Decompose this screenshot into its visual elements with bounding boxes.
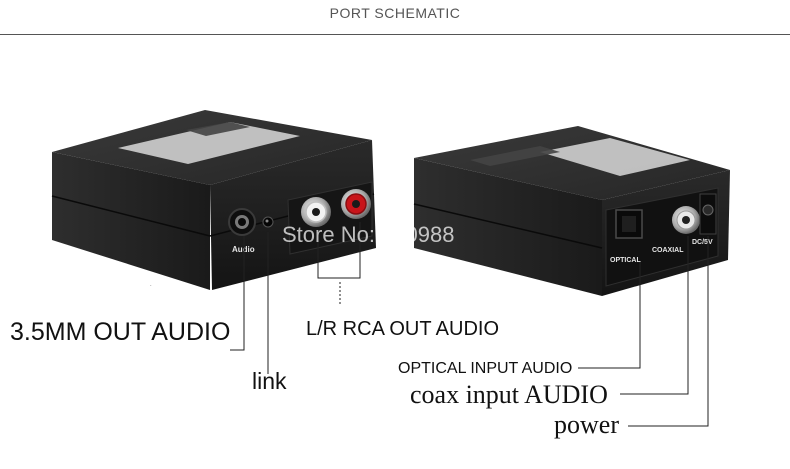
link-led xyxy=(262,216,274,228)
right-device-top xyxy=(414,126,730,200)
audio-port-text: Audio xyxy=(232,245,255,254)
header-divider xyxy=(0,34,790,35)
right-device-side xyxy=(414,158,602,296)
store-watermark: Store No: 910988 xyxy=(282,222,455,247)
left-device-side xyxy=(52,152,210,290)
callout-optical-line xyxy=(578,262,641,369)
callout-rca-bracket xyxy=(317,222,361,279)
power-port-text: DC/5V xyxy=(692,239,713,246)
page-title: PORT SCHEMATIC xyxy=(329,5,461,21)
coaxial-port xyxy=(672,206,700,234)
audio-jack-35mm xyxy=(228,208,256,236)
label-link: link xyxy=(252,368,287,394)
left-device-sticker xyxy=(118,122,300,164)
label-power: power xyxy=(554,410,619,439)
coaxial-port-text: COAXIAL xyxy=(652,247,684,254)
optical-port xyxy=(615,209,643,239)
rca-right-connector xyxy=(341,189,371,219)
header-bar: PORT SCHEMATIC xyxy=(0,0,790,36)
callout-power-line xyxy=(628,236,709,427)
label-optical-input: OPTICAL INPUT AUDIO xyxy=(398,360,573,377)
callout-lines xyxy=(230,222,709,427)
callout-coax-line xyxy=(620,236,689,395)
svg-text:.: . xyxy=(150,282,152,288)
callout-35mm-line xyxy=(230,236,245,351)
left-device: Audio xyxy=(51,110,376,290)
right-device-sticker xyxy=(540,138,690,176)
optical-port-text: OPTICAL xyxy=(610,257,641,264)
label-coax-input: coax input AUDIO xyxy=(410,380,608,409)
label-35mm-out-audio: 3.5MM OUT AUDIO xyxy=(10,318,231,346)
right-device: OPTICAL COAXIAL DC/5V xyxy=(413,126,730,296)
label-rca-out-audio: L/R RCA OUT AUDIO xyxy=(306,318,500,340)
dc-power-port xyxy=(699,193,717,235)
rca-left-connector xyxy=(301,197,331,227)
